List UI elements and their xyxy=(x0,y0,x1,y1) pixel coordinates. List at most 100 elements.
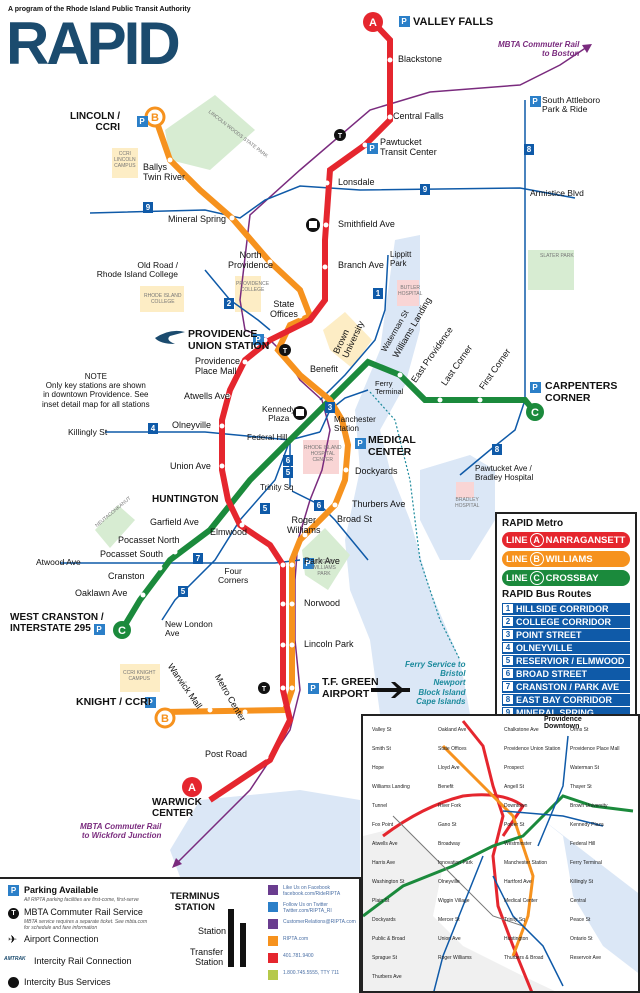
metro-line-letter: B xyxy=(529,552,544,566)
line-a-path xyxy=(208,19,393,803)
terminus-transfer-label: Transfer Station xyxy=(190,947,224,967)
station-branch: Branch Ave xyxy=(338,260,384,270)
inset-station-label: Providence Union Station xyxy=(504,746,561,752)
inset-station-label: Medical Center xyxy=(504,898,538,904)
station-cranston: Cranston xyxy=(108,571,145,581)
contact-facebook[interactable]: Like Us on Facebook facebook.com/RideRIP… xyxy=(283,885,341,897)
svg-text:P: P xyxy=(310,684,316,693)
svg-text:P: P xyxy=(357,439,363,448)
contact-tty[interactable]: 1.800.745.5555, TTY 711 xyxy=(283,970,340,976)
svg-text:1: 1 xyxy=(376,289,381,298)
inset-station-label: Providence Place Mall xyxy=(570,746,620,752)
station-knight: KNIGHT / CCRI xyxy=(76,696,151,708)
inset-station-label: Thurbers Ave xyxy=(372,974,402,980)
station-warwick-center: WARWICK CENTER xyxy=(152,797,202,819)
station-armistice: Armistice Blvd xyxy=(530,188,584,198)
svg-text:2: 2 xyxy=(227,299,232,308)
station-carpenters: CARPENTERS CORNER xyxy=(545,380,618,404)
terminus-a-valley-falls xyxy=(363,12,383,32)
bus-label: Intercity Bus Services xyxy=(24,977,111,987)
bus-route-name: MINERAL SPRING xyxy=(516,707,594,718)
svg-text:5: 5 xyxy=(181,587,186,596)
station-dots xyxy=(140,57,483,760)
contact-phone[interactable]: 401.781.9400 xyxy=(283,953,314,959)
station-pocasset-north: Pocasset North xyxy=(118,535,180,545)
svg-text:9: 9 xyxy=(423,185,428,194)
station-providence-union: PROVIDENCE UNION STATION xyxy=(188,328,270,352)
station-atwells: Atwells Ave xyxy=(184,391,230,401)
station-providence-place: Providence Place Mall xyxy=(195,356,241,376)
svg-text:B: B xyxy=(161,713,169,725)
contact-twitter[interactable]: Follow Us on Twitter Twitter.com/RIPTA_R… xyxy=(283,902,332,914)
svg-text:T: T xyxy=(262,686,267,693)
lincoln-woods-park xyxy=(165,95,255,170)
annotation-ccri-lincoln: CCRI LINCOLN CAMPUS xyxy=(114,151,136,169)
web-icon xyxy=(268,936,278,946)
bus-route-number: 3 xyxy=(503,630,513,640)
downtown-inset xyxy=(361,714,640,993)
inset-station-label: Olneyville xyxy=(438,879,460,885)
annotation-ferry-service: Ferry Service to Bristol Newport Block I… xyxy=(405,660,466,706)
svg-text:A: A xyxy=(369,17,377,29)
station-huntington: HUNTINGTON xyxy=(152,494,219,505)
station-thurbers: Thurbers Ave xyxy=(352,499,406,509)
bus-route-number: 8 xyxy=(503,695,513,705)
metro-line-name: WILLIAMS xyxy=(545,553,593,565)
inset-station-label: Huntington xyxy=(504,936,529,942)
annotation-ric: RHODE ISLAND COLLEGE xyxy=(144,293,182,305)
annotation-mbta-wickford: MBTA Commuter Rail to Wickford Junction xyxy=(80,822,162,841)
svg-text:P: P xyxy=(305,559,311,568)
station-elmwood: Elmwood xyxy=(210,527,248,537)
parking-icon: P xyxy=(8,885,19,896)
bus-route-number: 9 xyxy=(503,708,513,718)
contact-email[interactable]: CustomerRelations@RIPTA.com xyxy=(283,919,356,925)
terminus-b-knight xyxy=(154,707,176,729)
tty-icon xyxy=(268,970,278,980)
terminus-title: TERMINUS STATION xyxy=(170,891,220,913)
landmark-areas xyxy=(95,95,574,692)
inset-station-label: Tunnel xyxy=(372,803,388,809)
station-roger-williams: Roger Williams xyxy=(287,515,321,535)
inset-station-label: Valley St xyxy=(372,727,392,733)
svg-text:C: C xyxy=(118,625,126,637)
metro-line-name: NARRAGANSETT xyxy=(545,534,626,546)
inset-station-label: Broadway xyxy=(438,841,461,847)
mbta-icons: T T T xyxy=(258,129,346,694)
butler-hospital xyxy=(397,280,419,306)
inset-station-label: Westminster xyxy=(504,841,532,847)
email-icon xyxy=(268,919,278,929)
station-killingly: Killingly St xyxy=(68,427,108,437)
station-state-offices: State Offices xyxy=(270,299,298,319)
bus-route-7-path xyxy=(60,559,301,564)
parking-badges: P P P P P P P P P P P xyxy=(94,16,541,708)
station-park-ave: Park Ave xyxy=(304,556,340,566)
metro-line-name: CROSSBAY xyxy=(545,572,599,584)
inset-station-label: Hope xyxy=(372,765,384,771)
bus-route-name: HILLSIDE CORRIDOR xyxy=(516,603,609,614)
bus-route-3-path xyxy=(319,389,369,433)
inset-station-label: Power St xyxy=(504,822,525,828)
ri-hospital xyxy=(303,440,339,474)
inset-station-label: Mercer St xyxy=(438,917,460,923)
contact-web[interactable]: RIPTA.com xyxy=(283,936,309,942)
svg-text:P: P xyxy=(532,97,538,106)
station-oaklawn: Oaklawn Ave xyxy=(75,588,128,598)
bus-route-number: 5 xyxy=(503,656,513,666)
inset-station-label: Peace St xyxy=(570,917,591,923)
inset-station-label: State Offices xyxy=(438,746,467,752)
facebook-icon xyxy=(268,885,278,895)
phone-icon xyxy=(268,953,278,963)
parking-label: Parking Available xyxy=(24,885,99,895)
bus-route-name: RESERVIOR / ELMWOOD xyxy=(516,655,625,666)
inset-station-label: Central xyxy=(570,898,587,904)
